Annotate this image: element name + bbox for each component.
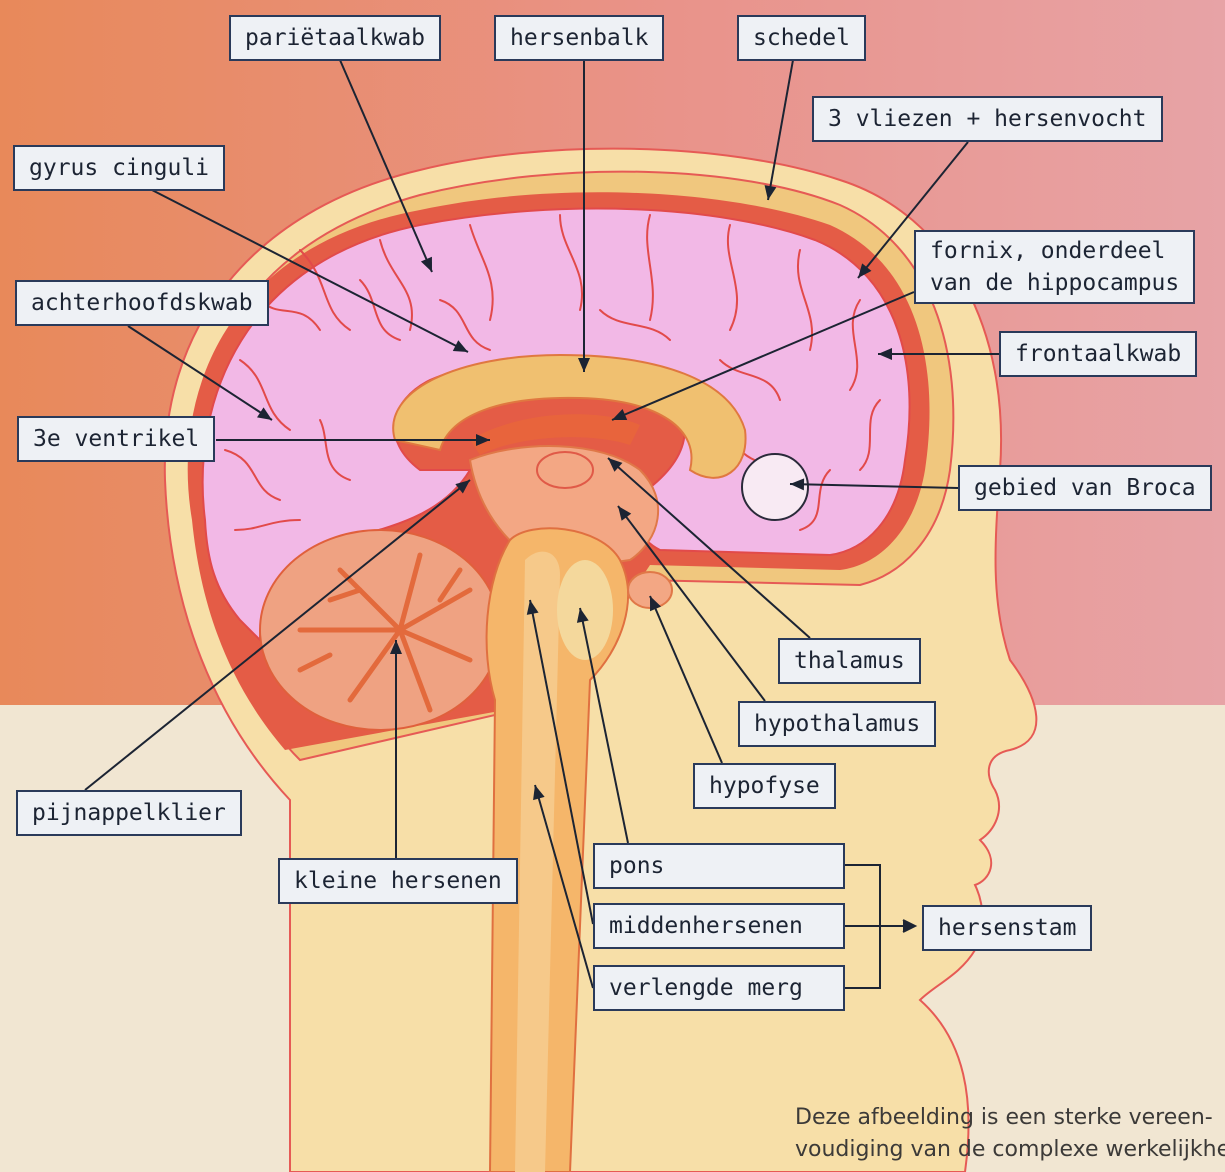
pons-bulge — [557, 560, 613, 660]
label-gebied-van-broca: gebied van Broca — [958, 465, 1212, 511]
label-fornix-line1: fornix, onderdeel — [930, 235, 1179, 267]
thalamus-mass — [537, 452, 593, 488]
caption-line2: voudiging van de complexe werkelijkhe — [795, 1134, 1225, 1166]
pituitary — [628, 572, 672, 608]
label-frontaalkwab: frontaalkwab — [999, 331, 1197, 377]
label-hypothalamus: hypothalamus — [738, 701, 936, 747]
label-hersenbalk: hersenbalk — [494, 15, 664, 61]
label-middenhersenen: middenhersenen — [593, 903, 845, 949]
label-fornix: fornix, onderdeel van de hippocampus — [914, 230, 1195, 304]
label-fornix-line2: van de hippocampus — [930, 267, 1179, 299]
label-parietaalkwab: pariëtaalkwab — [229, 15, 441, 61]
label-pijnappelklier: pijnappelklier — [16, 790, 242, 836]
caption-note: Deze afbeelding is een sterke vereen- vo… — [795, 1102, 1225, 1166]
label-achterhoofdskwab: achterhoofdskwab — [15, 280, 269, 326]
label-vliezen: 3 vliezen + hersenvocht — [812, 96, 1163, 142]
label-kleine-hersenen: kleine hersenen — [278, 858, 518, 904]
label-3e-ventrikel: 3e ventrikel — [17, 416, 215, 462]
label-schedel: schedel — [737, 15, 866, 61]
caption-line1: Deze afbeelding is een sterke vereen- — [795, 1102, 1225, 1134]
label-hypofyse: hypofyse — [693, 763, 836, 809]
label-verlengde-merg: verlengde merg — [593, 965, 845, 1011]
label-hersenstam: hersenstam — [922, 905, 1092, 951]
label-gyrus-cinguli: gyrus cinguli — [13, 145, 225, 191]
label-pons: pons — [593, 843, 845, 889]
label-thalamus: thalamus — [778, 638, 921, 684]
